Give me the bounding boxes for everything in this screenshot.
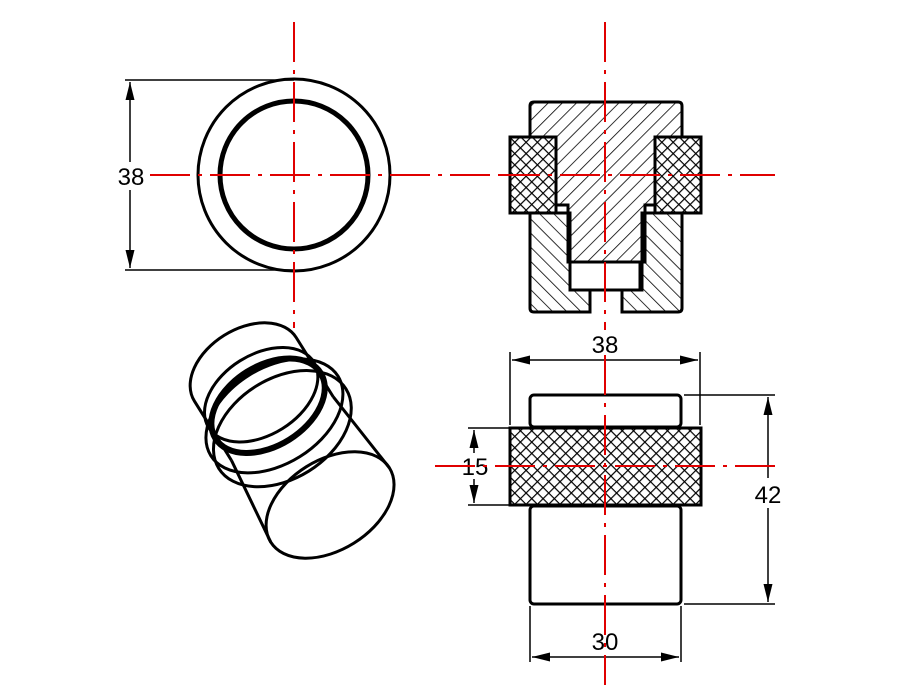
front-view: 38 15 42 30 xyxy=(435,332,786,685)
dim-label-knurl-height: 15 xyxy=(462,454,489,481)
top-view: 38 xyxy=(113,22,500,328)
section-view xyxy=(500,22,775,330)
dim-label-knurl-diameter: 38 xyxy=(592,332,619,359)
dim-label-top-diameter: 38 xyxy=(118,164,145,191)
isometric-view xyxy=(188,321,396,560)
dim-label-total-height: 42 xyxy=(755,482,782,509)
